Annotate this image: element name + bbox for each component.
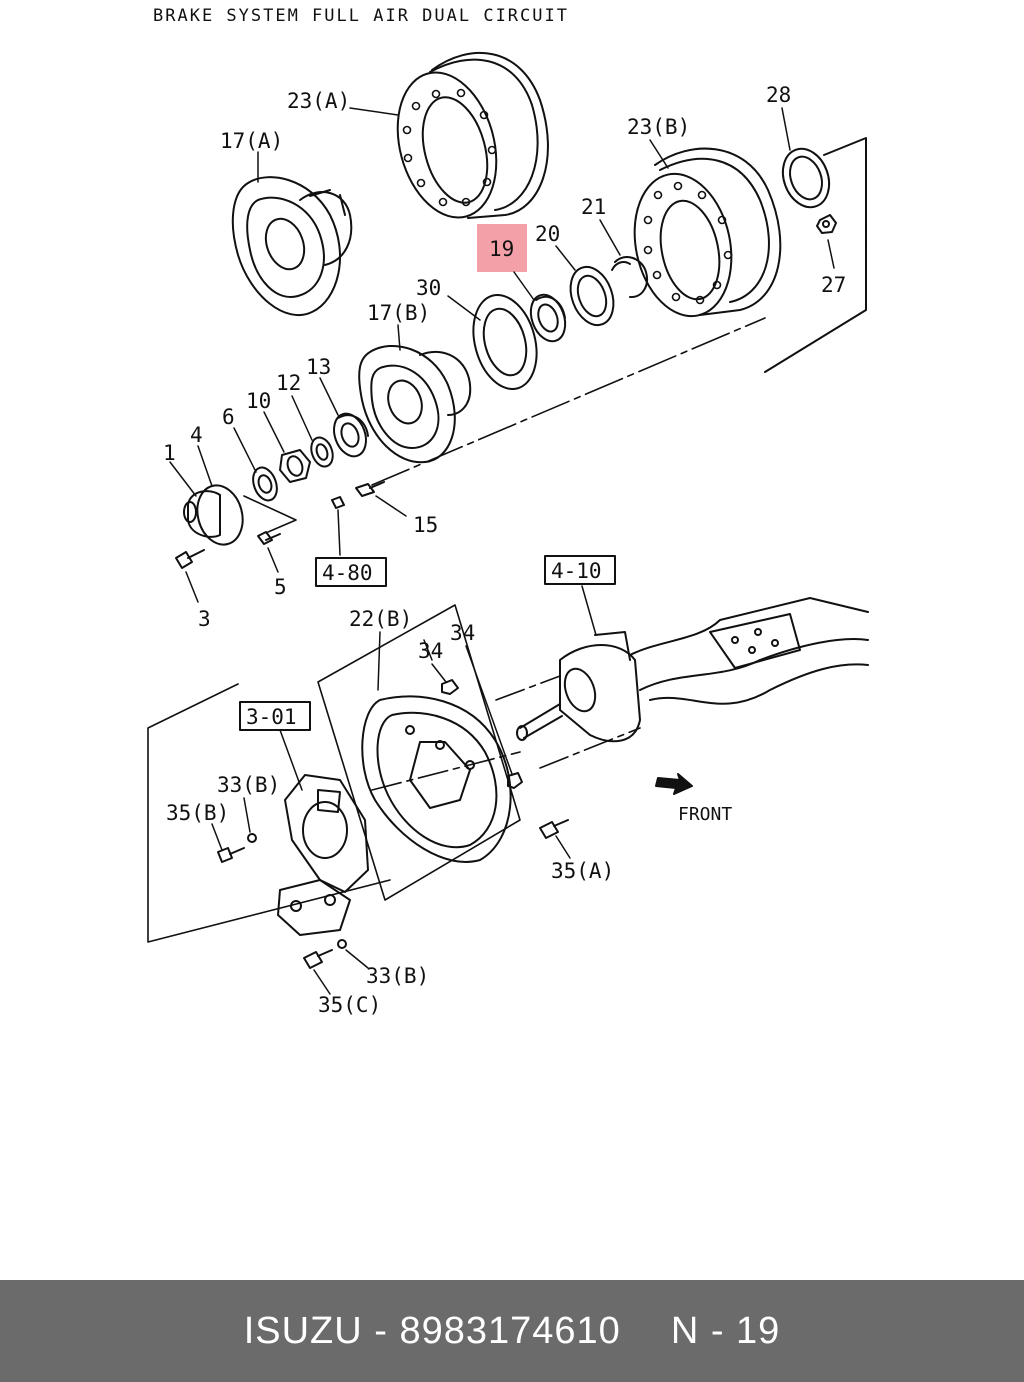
bolt-35c: [303, 949, 333, 969]
ref-box-3-01: [239, 701, 311, 731]
ref-box-4-10: [544, 555, 616, 585]
callout-15: 15: [413, 513, 438, 537]
bearing-19: [529, 293, 567, 343]
exploded-parts-diagram: BRAKE SYSTEM FULL AIR DUAL CIRCUIT: [147, 6, 869, 1017]
bolt-5: [257, 531, 281, 545]
highlight-box-19: [477, 224, 527, 272]
steering-knuckle: [516, 631, 641, 743]
nut-27: [816, 214, 837, 234]
axle-beam: [629, 597, 869, 705]
ref-label-4-10: 4-10: [551, 559, 602, 583]
footer-brand: ISUZU: [243, 1309, 363, 1352]
callout-10: 10: [246, 389, 271, 413]
callout-17b: 17(B): [367, 301, 430, 325]
callout-6: 6: [222, 405, 235, 429]
footer-part-number: 8983174610: [399, 1309, 621, 1352]
callout-12: 12: [276, 371, 301, 395]
callout-30: 30: [416, 276, 441, 300]
callout-1: 1: [163, 441, 176, 465]
stud-15: [331, 481, 385, 509]
snap-ring-21: [611, 256, 648, 299]
washer-12: [310, 436, 334, 468]
lock-washer-6: [252, 466, 278, 502]
callout-19: 19: [489, 237, 514, 261]
wheel-hub-17b: [358, 344, 472, 464]
brake-drum-23a: [396, 51, 549, 219]
footer-ref: N - 19: [670, 1309, 781, 1352]
bolt-35b: [217, 847, 245, 863]
front-label: FRONT: [678, 804, 732, 825]
washer-33b-upper: [247, 833, 257, 843]
bearing-13: [333, 412, 369, 458]
callout-13: 13: [306, 355, 331, 379]
backing-plate-22b: [361, 695, 512, 863]
callout-17a: 17(A): [220, 129, 283, 153]
ref-label-4-80: 4-80: [322, 561, 373, 585]
nut-34-upper: [441, 679, 459, 695]
bolt-35a: [539, 819, 569, 839]
callout-35a: 35(A): [551, 859, 614, 883]
callout-35b: 35(B): [166, 801, 229, 825]
diagram-title: BRAKE SYSTEM FULL AIR DUAL CIRCUIT: [153, 6, 569, 26]
wheel-hub-17a: [231, 176, 353, 317]
footer-separator: -: [362, 1309, 400, 1352]
callout-22b: 22(B): [349, 607, 412, 631]
callout-21: 21: [581, 195, 606, 219]
ref-label-3-01: 3-01: [246, 705, 297, 729]
callout-34-upper: 34: [418, 639, 443, 663]
nut-34-lower: [507, 772, 523, 789]
callout-23a: 23(A): [287, 89, 350, 113]
front-arrow-icon: [655, 773, 693, 795]
callout-4: 4: [190, 423, 203, 447]
callout-28: 28: [766, 83, 791, 107]
brake-drum-23b: [633, 147, 782, 318]
abs-ring-30: [472, 293, 538, 391]
callout-35c: 35(C): [318, 993, 381, 1017]
hub-cap-1: [183, 484, 244, 546]
footer-bar: ISUZU - 8983174610 N - 19: [0, 1280, 1024, 1382]
oil-seal-28: [781, 147, 831, 209]
seal-20: [569, 265, 615, 327]
callout-3: 3: [198, 607, 211, 631]
callout-5: 5: [274, 575, 287, 599]
callout-20: 20: [535, 222, 560, 246]
ref-box-4-80: [315, 557, 387, 587]
nut-10: [279, 449, 311, 483]
bolt-3: [175, 549, 205, 569]
callout-34-lower: 34: [450, 621, 475, 645]
washer-33b-lower: [337, 939, 347, 949]
callout-27: 27: [821, 273, 846, 297]
callout-33b-lower: 33(B): [366, 964, 429, 988]
callout-23b: 23(B): [627, 115, 690, 139]
callout-33b-upper: 33(B): [217, 773, 280, 797]
